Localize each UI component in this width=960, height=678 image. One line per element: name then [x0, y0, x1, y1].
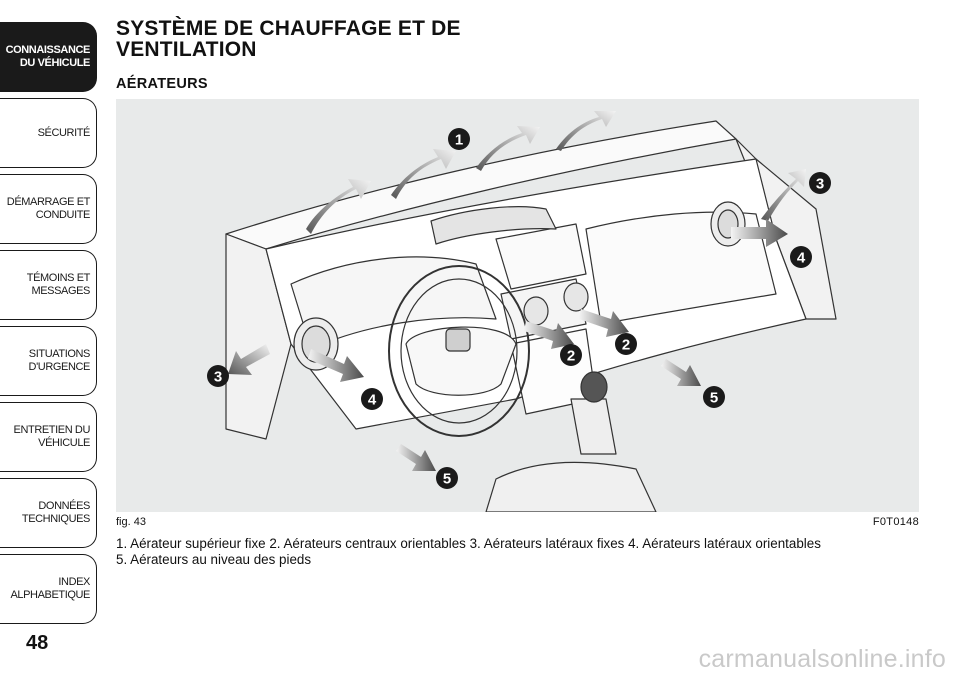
dashboard-drawing: 1 2 2 3 3 4 4 5 5	[207, 111, 837, 512]
tab-situations-d-urgence[interactable]: SITUATIONS D'URGENCE	[0, 326, 97, 396]
callout-3-left: 3	[207, 365, 229, 387]
svg-text:5: 5	[710, 390, 718, 407]
callout-5-left: 5	[436, 467, 458, 489]
watermark: carmanualsonline.info	[698, 645, 946, 673]
tab-connaissance-du-vehicule[interactable]: CONNAISSANCE DU VÉHICULE	[0, 22, 97, 92]
tab-label-line: INDEX	[58, 576, 90, 588]
tab-label-line: TECHNIQUES	[21, 513, 91, 525]
tab-entretien-du-vehicule[interactable]: ENTRETIEN DU VÉHICULE	[0, 402, 97, 472]
svg-text:4: 4	[368, 392, 377, 409]
section-title-line: VENTILATION	[116, 38, 257, 61]
dashboard-illustration: 1 2 2 3 3 4 4 5 5	[116, 99, 919, 512]
tab-demarrage-et-conduite[interactable]: DÉMARRAGE ET CONDUITE	[0, 174, 97, 244]
callout-3-right: 3	[809, 172, 831, 194]
tab-securite[interactable]: SÉCURITÉ	[0, 98, 97, 168]
subsection-title: AÉRATEURS	[116, 76, 208, 92]
figure-code: F0T0148	[872, 516, 919, 528]
svg-text:1: 1	[455, 132, 463, 149]
tab-label-line: SITUATIONS	[28, 348, 91, 360]
tab-label-line: MESSAGES	[31, 285, 90, 297]
tab-label-line: DONNÉES	[38, 500, 90, 512]
svg-text:3: 3	[816, 176, 824, 193]
callout-1: 1	[448, 128, 470, 150]
svg-text:5: 5	[443, 471, 451, 488]
tab-label-line: DÉMARRAGE ET	[6, 196, 91, 208]
tab-label-line: ALPHABETIQUE	[10, 589, 90, 601]
section-title-line: SYSTÈME DE CHAUFFAGE ET DE	[116, 17, 461, 40]
figure-caption-line: 5. Aérateurs au niveau des pieds	[116, 552, 312, 567]
callout-4-right: 4	[790, 246, 812, 268]
tab-label-line: CONDUITE	[35, 209, 91, 221]
tab-label-line: VÉHICULE	[38, 437, 90, 449]
tab-donnees-techniques[interactable]: DONNÉES TECHNIQUES	[0, 478, 97, 548]
svg-text:2: 2	[622, 337, 630, 354]
page-number: 48	[26, 632, 49, 654]
tab-label-line: SÉCURITÉ	[37, 126, 91, 139]
section-title: SYSTÈME DE CHAUFFAGE ET DE VENTILATION	[116, 18, 461, 60]
tab-label-line: DU VÉHICULE	[19, 57, 91, 69]
figure-caption: 1. Aérateur supérieur fixe 2. Aérateurs …	[116, 536, 916, 568]
tab-label-line: CONNAISSANCE	[5, 44, 91, 56]
figure-label: fig. 43	[116, 516, 146, 528]
svg-text:2: 2	[567, 348, 575, 365]
tab-label-line: D'URGENCE	[28, 361, 91, 373]
figure-caption-line: 1. Aérateur supérieur fixe 2. Aérateurs …	[116, 536, 821, 551]
svg-text:4: 4	[797, 250, 806, 267]
callout-5-right: 5	[703, 386, 725, 408]
tab-label-line: ENTRETIEN DU	[13, 424, 91, 436]
tab-label-line: TÉMOINS ET	[26, 272, 91, 284]
callout-2-a: 2	[560, 344, 582, 366]
tab-index-alphabetique[interactable]: INDEX ALPHABETIQUE	[0, 554, 97, 624]
tab-temoins-et-messages[interactable]: TÉMOINS ET MESSAGES	[0, 250, 97, 320]
callout-markers: 1 2 2 3 3 4 4 5 5	[207, 128, 831, 489]
callout-4-left: 4	[361, 388, 383, 410]
svg-text:3: 3	[214, 369, 222, 386]
callout-2-b: 2	[615, 333, 637, 355]
